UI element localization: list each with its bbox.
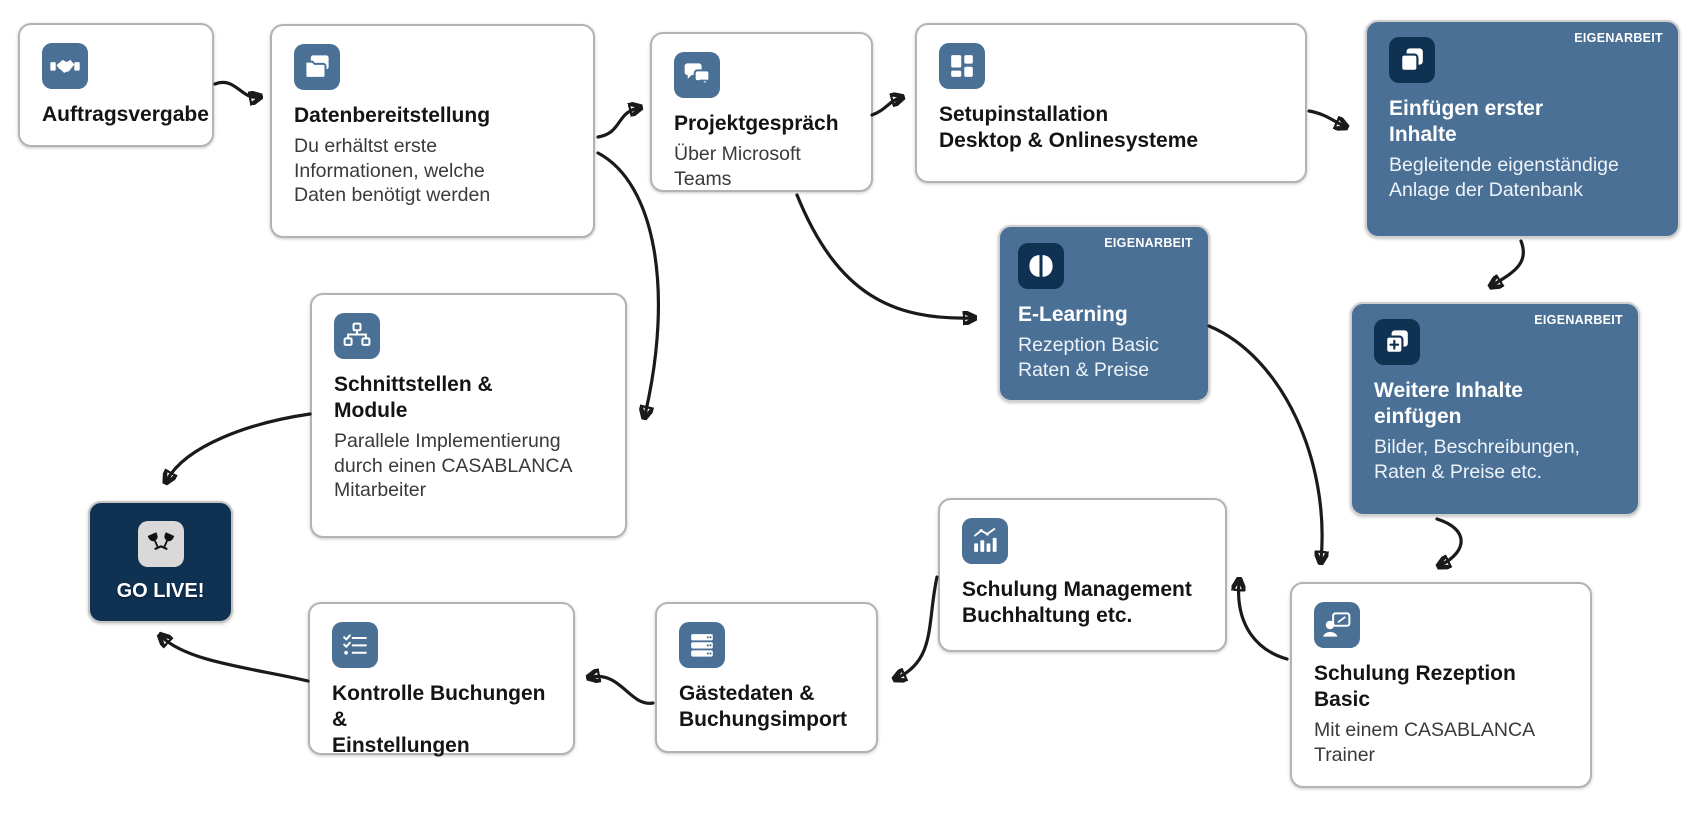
arrow-schulungmgmt-gaeste (897, 575, 939, 678)
node-datenbereitstellung: Datenbereitstellung Du erhältst erste In… (270, 24, 595, 238)
node-title: Schnittstellen & Module (334, 373, 493, 423)
node-e-learning: EIGENARBEIT E-Learning Rezeption Basic R… (998, 225, 1210, 402)
copy-icon (1389, 37, 1435, 83)
node-kontrolle-buchungen: Kontrolle Buchungen & Einstellungen (308, 602, 575, 757)
node-setupinstallation: Setupinstallation Desktop & Onlinesystem… (915, 23, 1307, 183)
node-desc: Bilder, Beschreibungen, Raten & Preise e… (1374, 436, 1580, 483)
arrow-gaeste-kontrolle (591, 676, 655, 705)
handshake-icon (42, 43, 88, 89)
arrow-setup-einfuegen (1307, 109, 1344, 126)
node-einfuegen-erster-inhalte: EIGENARBEIT Einfügen erster Inhalte Begl… (1365, 20, 1680, 238)
checklist-icon (332, 622, 378, 668)
node-desc: Du erhältst erste Informationen, welche … (294, 135, 491, 207)
node-weitere-inhalte: EIGENARBEIT Weitere Inhalte einfügen Bil… (1350, 302, 1640, 516)
tiles-icon (939, 43, 985, 89)
sitemap-icon (334, 313, 380, 359)
arrow-projekt-elearning (795, 193, 972, 318)
arrow-schulungrez-schulungmgmt (1239, 582, 1289, 661)
cheers-icon (137, 520, 184, 567)
node-schnittstellen-module: Schnittstellen & Module Parallele Implem… (310, 293, 627, 538)
arrow-auftrag-daten (213, 80, 258, 97)
node-title: Projektgespräch (674, 112, 839, 135)
node-projektgespraech: Projektgespräch Über Microsoft Teams (650, 32, 873, 192)
node-desc: Mit einem CASABLANCA Trainer (1314, 719, 1536, 766)
presenter-icon (1314, 602, 1360, 648)
arrow-einfuegen-weitere (1493, 239, 1525, 285)
chart-icon (962, 518, 1008, 564)
arrow-schnittstellen-golive (167, 412, 312, 480)
node-title: E-Learning (1018, 303, 1128, 326)
copy-plus-icon (1374, 319, 1420, 365)
folders-icon (294, 44, 340, 90)
node-desc: Rezeption Basic Raten & Preise (1018, 334, 1159, 381)
node-title: Weitere Inhalte einfügen (1374, 379, 1523, 429)
node-gaestedaten-buchungsimport: Gästedaten & Buchungsimport (655, 602, 878, 753)
arrow-kontrolle-golive (162, 637, 310, 683)
node-title: Gästedaten & Buchungsimport (679, 682, 847, 732)
brain-icon (1018, 243, 1064, 289)
node-desc: Parallele Implementierung durch einen CA… (334, 430, 573, 502)
node-desc: Begleitende eigenständige Anlage der Dat… (1389, 154, 1619, 201)
node-title: Datenbereitstellung (294, 104, 491, 127)
server-icon (679, 622, 725, 668)
node-title: Schulung Rezeption Basic (1314, 662, 1516, 712)
arrow-projekt-setup (870, 98, 900, 117)
node-auftragsvergabe: Auftragsvergabe (18, 23, 214, 147)
node-title: Kontrolle Buchungen & Einstellungen (332, 682, 546, 758)
chat-bubbles-icon (674, 52, 720, 98)
node-title: Setupinstallation Desktop & Onlinesystem… (939, 103, 1199, 153)
node-title: Auftragsvergabe (42, 103, 209, 126)
eigenarbeit-badge: EIGENARBEIT (1574, 31, 1663, 45)
arrow-daten-projekt (596, 108, 638, 139)
node-title: Schulung Management Buchhaltung etc. (962, 578, 1192, 628)
eigenarbeit-badge: EIGENARBEIT (1534, 313, 1623, 327)
node-desc: Über Microsoft Teams (674, 143, 801, 190)
node-title: GO LIVE! (116, 579, 205, 602)
node-schulung-rezeption-basic: Schulung Rezeption Basic Mit einem CASAB… (1290, 582, 1592, 788)
node-title: Einfügen erster Inhalte (1389, 97, 1544, 147)
arrow-weitere-schulungrez (1437, 517, 1463, 565)
node-go-live: GO LIVE! (88, 501, 233, 623)
node-schulung-management: Schulung Management Buchhaltung etc. (938, 498, 1227, 652)
eigenarbeit-badge: EIGENARBEIT (1104, 236, 1193, 250)
